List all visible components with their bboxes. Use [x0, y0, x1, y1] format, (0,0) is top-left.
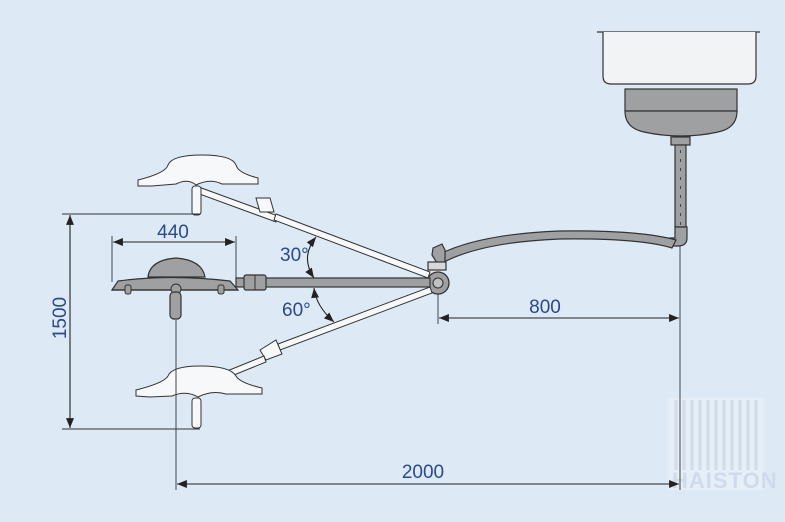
height-label: 1500: [50, 297, 71, 339]
ghost-lamp-lower: [135, 286, 433, 429]
angle-30-label: 30°: [280, 245, 309, 266]
ceiling-mount: [597, 31, 760, 247]
lamp-width-label: 440: [157, 222, 189, 243]
watermark: HAISTON: [668, 398, 778, 493]
dimension-lines: [66, 215, 679, 488]
arm-reach-label: 800: [529, 297, 561, 318]
central-joint: [426, 243, 450, 295]
angle-60-label: 60°: [282, 300, 311, 321]
angle-arc-30: [305, 236, 317, 279]
angle-arcs: [305, 236, 335, 323]
ghost-lamp-upper: [137, 154, 431, 279]
extension-lines: [62, 213, 681, 490]
main-lamphead: [110, 257, 431, 320]
extension-arm: [439, 230, 677, 263]
angle-arc-60: [311, 287, 335, 323]
watermark-text: HAISTON: [672, 468, 778, 493]
total-reach-label: 2000: [402, 462, 444, 483]
